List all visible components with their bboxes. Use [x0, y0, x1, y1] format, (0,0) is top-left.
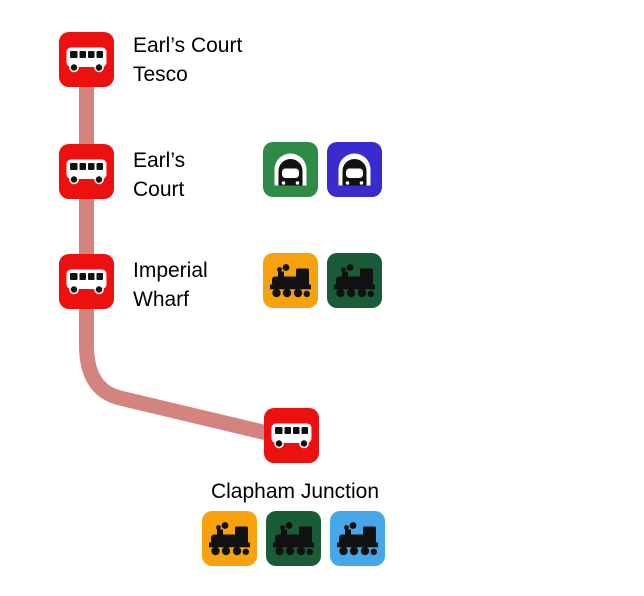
stop-earls-court-tesco: [59, 32, 114, 87]
connections-earls-court: [263, 142, 382, 197]
stop-label-line: Earl’s: [133, 149, 186, 172]
stop-label-imperial-wharf: Imperial Wharf: [133, 256, 208, 314]
stop-label-earls-court: Earl’s Court: [133, 146, 185, 204]
stop-clapham-junction: [264, 408, 319, 463]
bus-icon: [59, 32, 114, 87]
stop-label-earls-court-tesco: Earl’s Court Tesco: [133, 31, 242, 89]
connections-imperial-wharf: [263, 253, 382, 308]
train-icon-orange: [202, 511, 257, 566]
bus-icon: [59, 254, 114, 309]
tube-icon-blue: [327, 142, 382, 197]
connections-clapham-junction: [202, 511, 385, 566]
stop-imperial-wharf: [59, 254, 114, 309]
tube-icon-green: [263, 142, 318, 197]
train-icon-light-blue: [330, 511, 385, 566]
bus-icon: [59, 144, 114, 199]
train-icon-dark-green: [266, 511, 321, 566]
stop-label-line: Court: [133, 178, 185, 201]
stop-label-clapham-junction: Clapham Junction: [210, 480, 380, 503]
train-icon-orange: [263, 253, 318, 308]
bus-icon: [264, 408, 319, 463]
route-line-path: [79, 50, 292, 445]
stop-label-line: Wharf: [133, 288, 190, 311]
stop-label-line: Imperial: [133, 259, 208, 282]
stop-earls-court: [59, 144, 114, 199]
stop-label-line: Earl’s Court: [133, 34, 243, 57]
train-icon-dark-green: [327, 253, 382, 308]
stop-label-line: Tesco: [133, 63, 188, 86]
